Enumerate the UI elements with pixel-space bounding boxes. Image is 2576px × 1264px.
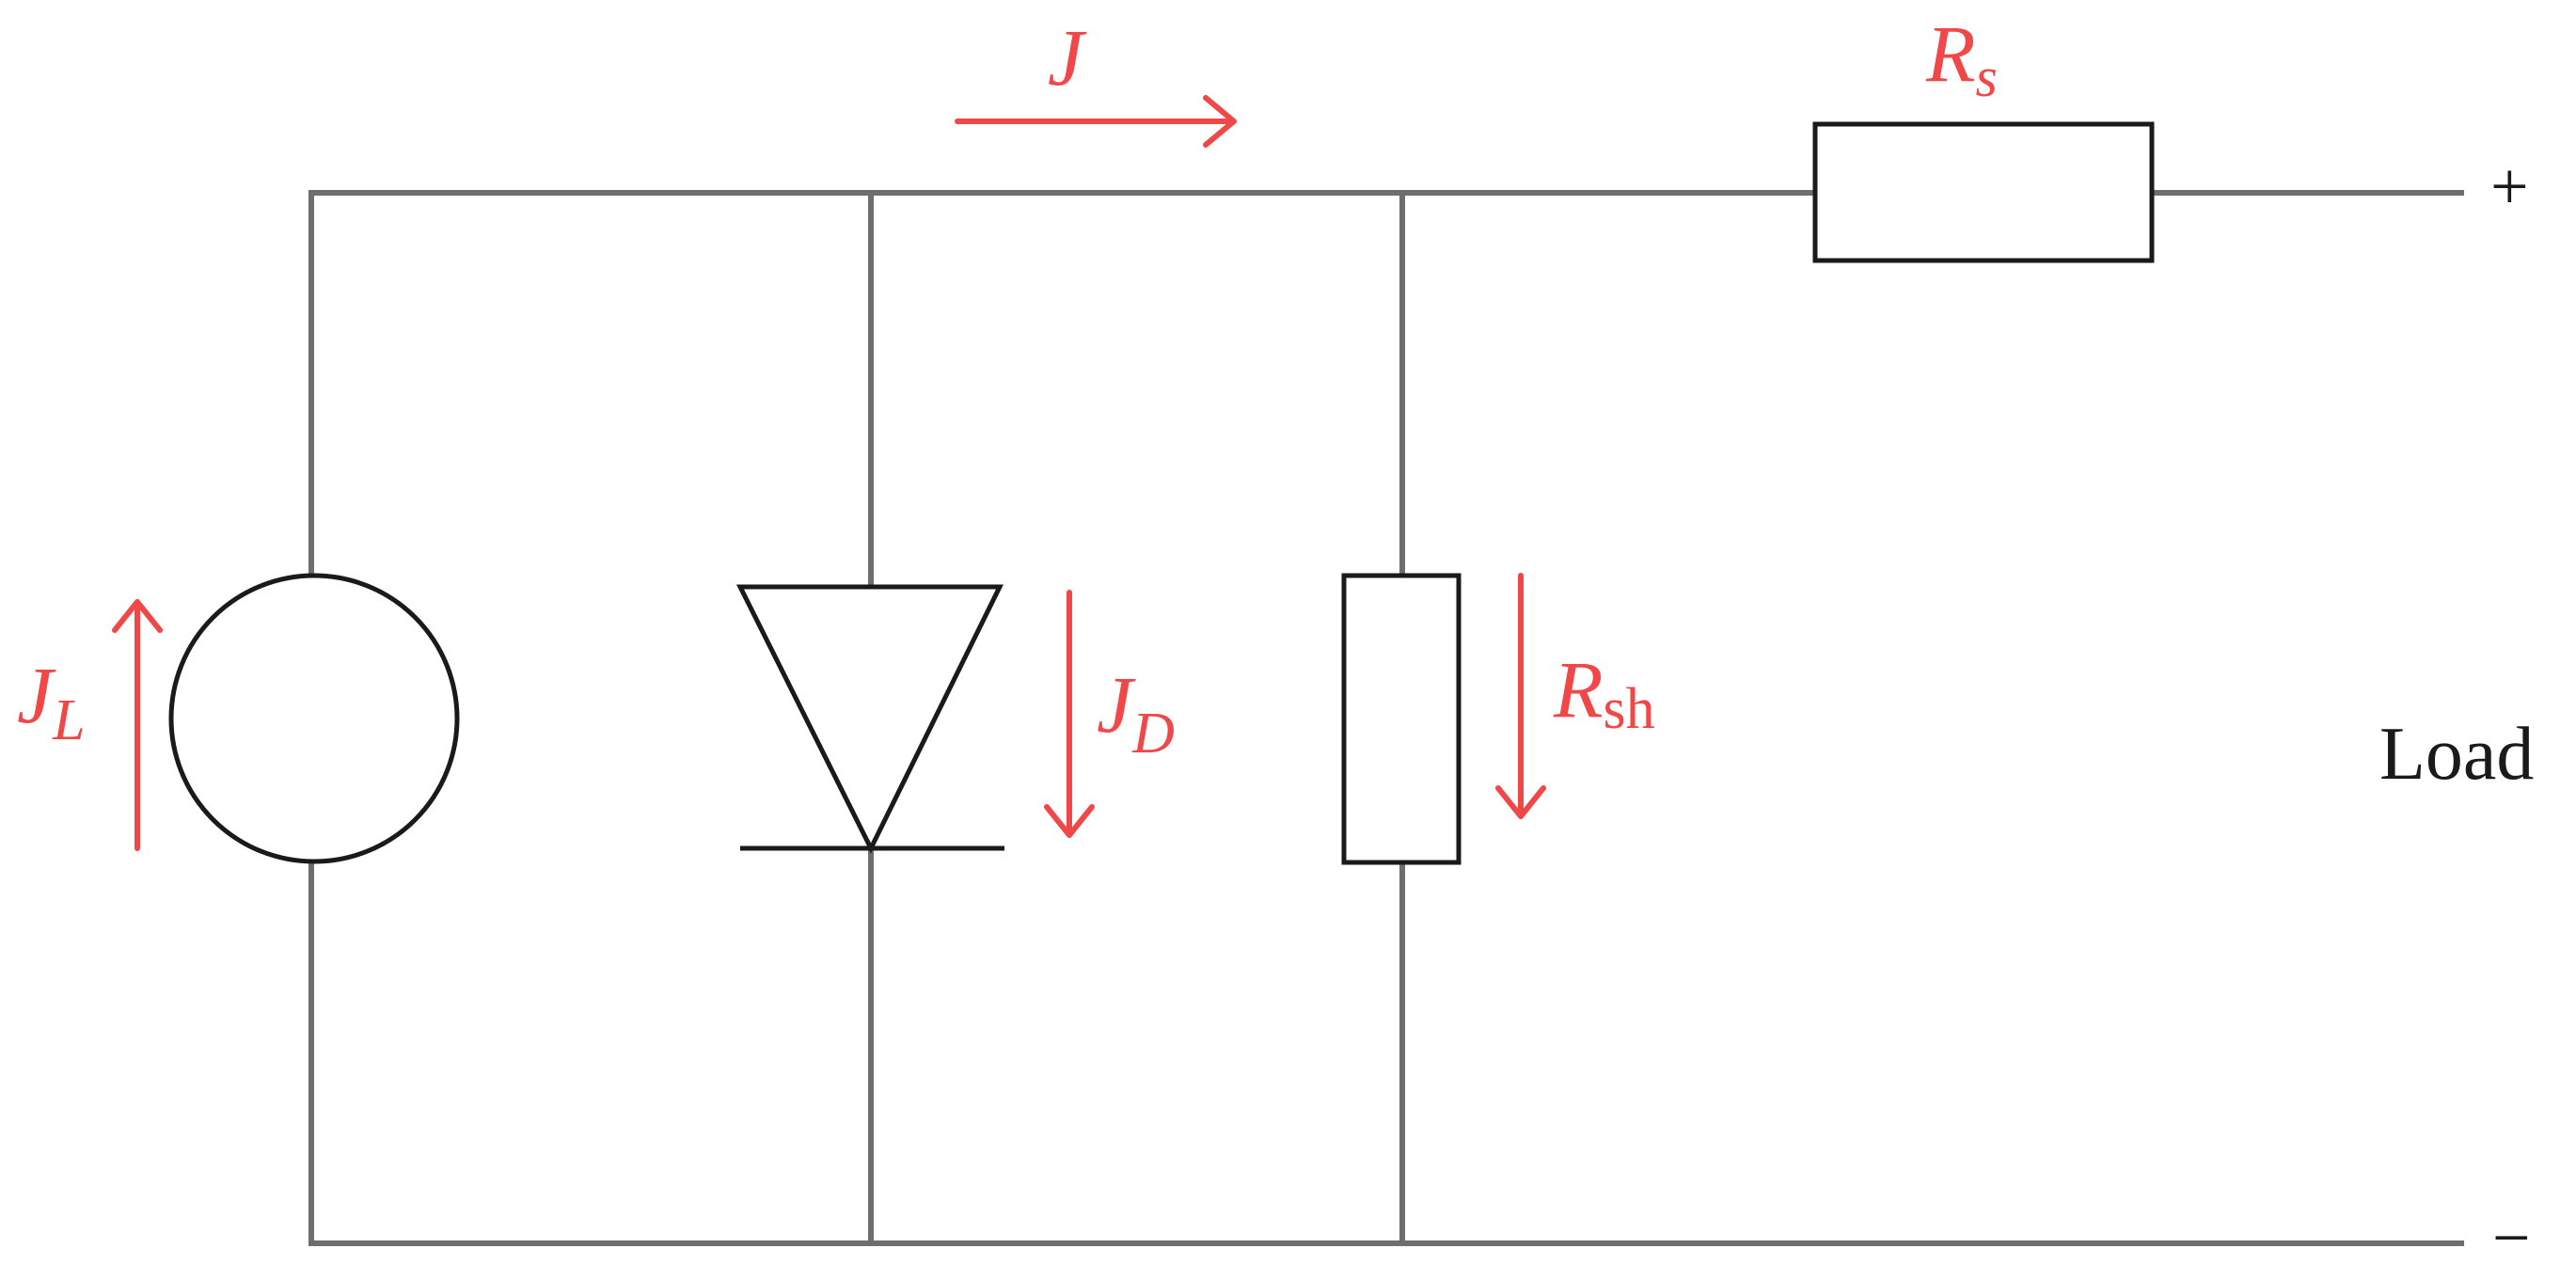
current-source-symbol xyxy=(168,573,460,864)
diode-triangle xyxy=(735,584,1004,854)
total-current-arrow xyxy=(955,95,1237,148)
diode-current-arrow xyxy=(1044,590,1095,838)
shunt-current-arrow xyxy=(1495,573,1546,819)
negative-terminal-label: − xyxy=(2492,1200,2531,1264)
wires xyxy=(308,190,2464,1246)
diode-current-label: JD xyxy=(1097,659,1175,766)
source-current-label: JL xyxy=(17,650,86,752)
diode-symbol xyxy=(735,584,1004,854)
total-current-label: J xyxy=(1048,12,1087,103)
series-resistor-label: Rs xyxy=(1925,8,1998,108)
load-label: Load xyxy=(2379,713,2534,796)
source-current-arrow xyxy=(112,599,163,851)
shunt-resistor-label: Rsh xyxy=(1553,644,1655,741)
shunt-resistor-symbol xyxy=(1341,573,1462,865)
series-resistor-symbol xyxy=(1812,121,2155,263)
positive-terminal-label: + xyxy=(2490,149,2529,224)
